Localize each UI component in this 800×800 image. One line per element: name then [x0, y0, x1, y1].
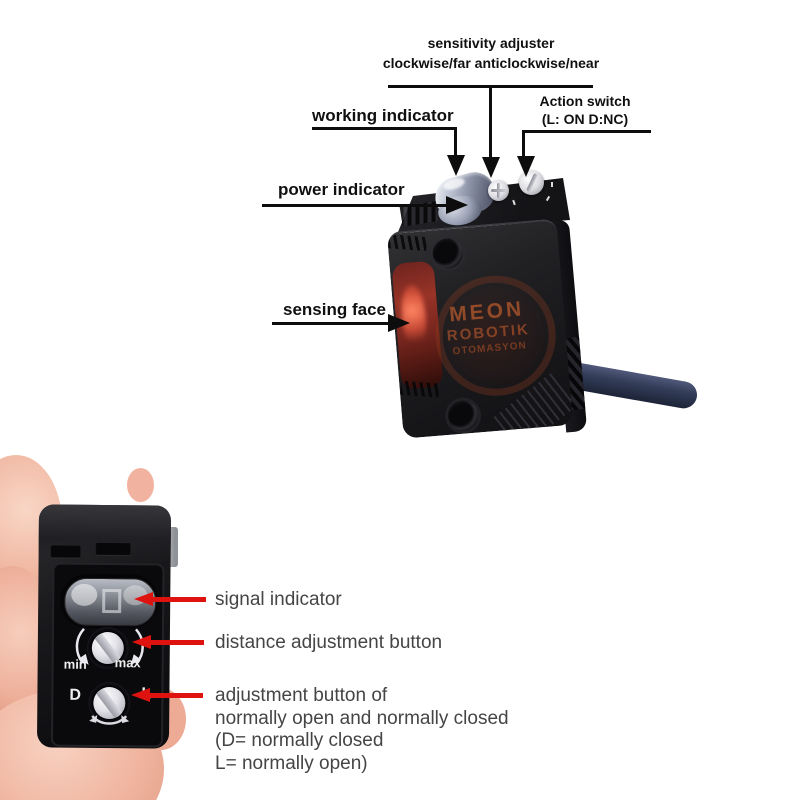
cap-slot-left — [50, 545, 81, 559]
distance-adjustment-label: distance adjustment button — [215, 632, 443, 653]
working-indicator-label: working indicator — [312, 106, 454, 125]
sensitivity-connector-line — [489, 85, 492, 160]
fingertip — [127, 468, 154, 502]
sensing-face-right-arrow-icon — [388, 314, 410, 332]
mounting-hole-bottom — [446, 399, 480, 432]
red-arrow-tail — [151, 596, 206, 602]
scale-tick — [551, 182, 553, 187]
sensing-face-line — [272, 322, 390, 325]
distance-button-red-arrow-icon — [132, 635, 204, 649]
rotation-arc-icon — [89, 714, 130, 725]
d-marking: D — [69, 686, 82, 704]
signal-indicator-label: signal indicator — [215, 589, 342, 610]
screw-cross-h — [491, 189, 506, 192]
action-switch-down-arrow-icon — [517, 156, 535, 177]
dl-button-red-arrow-icon — [131, 688, 203, 702]
no-nc-label-line2: normally open and normally closed — [215, 707, 509, 729]
no-nc-label-line3: (D= normally closed — [215, 730, 384, 751]
sensitivity-adjuster-label-line2: clockwise/far anticlockwise/near — [382, 55, 600, 71]
sensitivity-adjuster-label-line1: sensitivity adjuster — [427, 35, 555, 51]
action-switch-label-line2: (L: ON D:NC) — [541, 111, 629, 127]
action-switch-connector-line — [522, 130, 525, 158]
cap-slot-right — [95, 542, 131, 557]
max-marking: max — [114, 655, 141, 671]
edge-ribs-bottom — [400, 380, 440, 398]
action-switch-label-line1: Action switch — [539, 93, 631, 109]
sensitivity-down-arrow-icon — [482, 157, 500, 178]
lens-center-notch — [102, 588, 122, 614]
working-indicator-underline — [312, 127, 457, 130]
signal-indicator-red-arrow-icon — [134, 592, 206, 606]
mounting-hole-top — [431, 237, 464, 270]
sensor-front-face: MEON ROBOTIK OTOMASYON — [386, 218, 574, 439]
min-marking: min — [63, 656, 87, 672]
power-indicator-right-arrow-icon — [446, 196, 468, 214]
power-indicator-label: power indicator — [278, 180, 405, 199]
red-arrow-head — [131, 688, 150, 702]
sensor-front-photo: MEON ROBOTIK OTOMASYON — [385, 167, 700, 450]
red-arrow-head — [132, 635, 151, 649]
power-indicator-line — [262, 204, 448, 207]
no-nc-label: adjustment button of normally open and n… — [215, 685, 545, 775]
edge-ribs-top — [388, 234, 428, 252]
working-indicator-connector-line — [454, 127, 457, 157]
no-nc-label-line1: adjustment button of — [215, 685, 388, 706]
sensor-rear-photo: min max D L — [36, 504, 172, 749]
sensing-face-label: sensing face — [283, 300, 386, 319]
working-indicator-down-arrow-icon — [447, 155, 465, 176]
sensitivity-adjuster-screw — [488, 180, 509, 201]
red-arrow-tail — [148, 692, 203, 698]
action-switch-underline — [522, 130, 651, 133]
rear-panel: min max D L — [50, 562, 165, 748]
red-arrow-tail — [149, 639, 204, 645]
red-arrow-head — [134, 592, 153, 606]
lens-highlight — [71, 583, 98, 606]
no-nc-label-line4: L= normally open) — [215, 752, 368, 774]
